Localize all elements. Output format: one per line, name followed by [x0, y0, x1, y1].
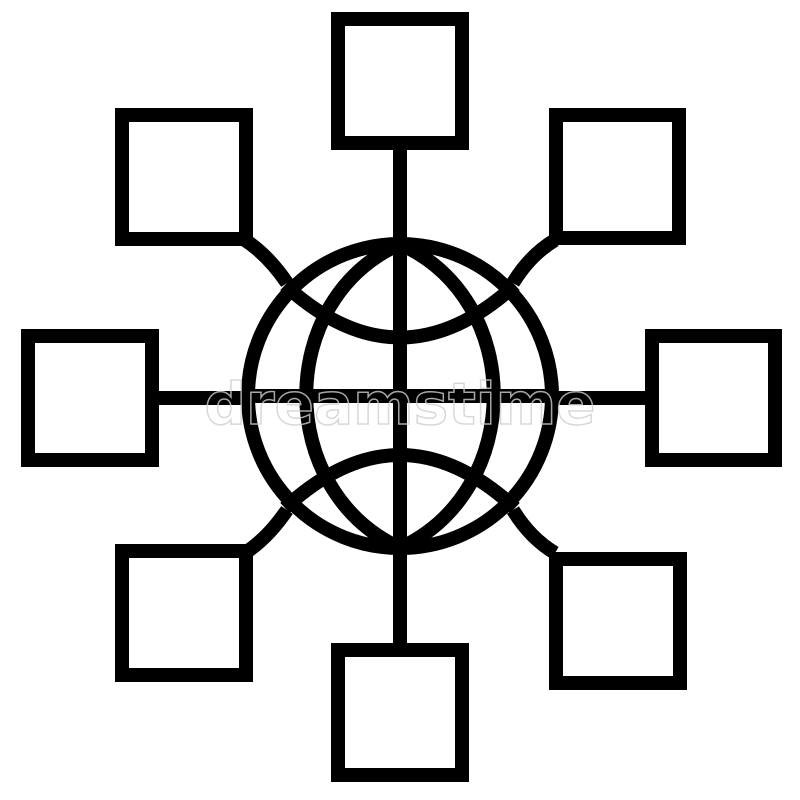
node-top [331, 12, 469, 150]
node-bottom-left [115, 544, 253, 682]
connector-bottom-right [507, 506, 559, 560]
globe-parallel-bottom [280, 448, 520, 514]
nodes [21, 12, 782, 782]
node-left [21, 329, 159, 467]
connector-top-left [241, 234, 293, 287]
globe-parallel-top [280, 279, 520, 345]
node-top-right [549, 108, 686, 245]
connector-top-right [507, 233, 559, 287]
node-right [645, 329, 782, 467]
node-top-left [115, 108, 253, 246]
node-bottom-right [549, 552, 687, 690]
watermark-text: dreamstime [205, 370, 596, 438]
globe-icon [241, 237, 559, 555]
node-bottom [331, 643, 469, 782]
